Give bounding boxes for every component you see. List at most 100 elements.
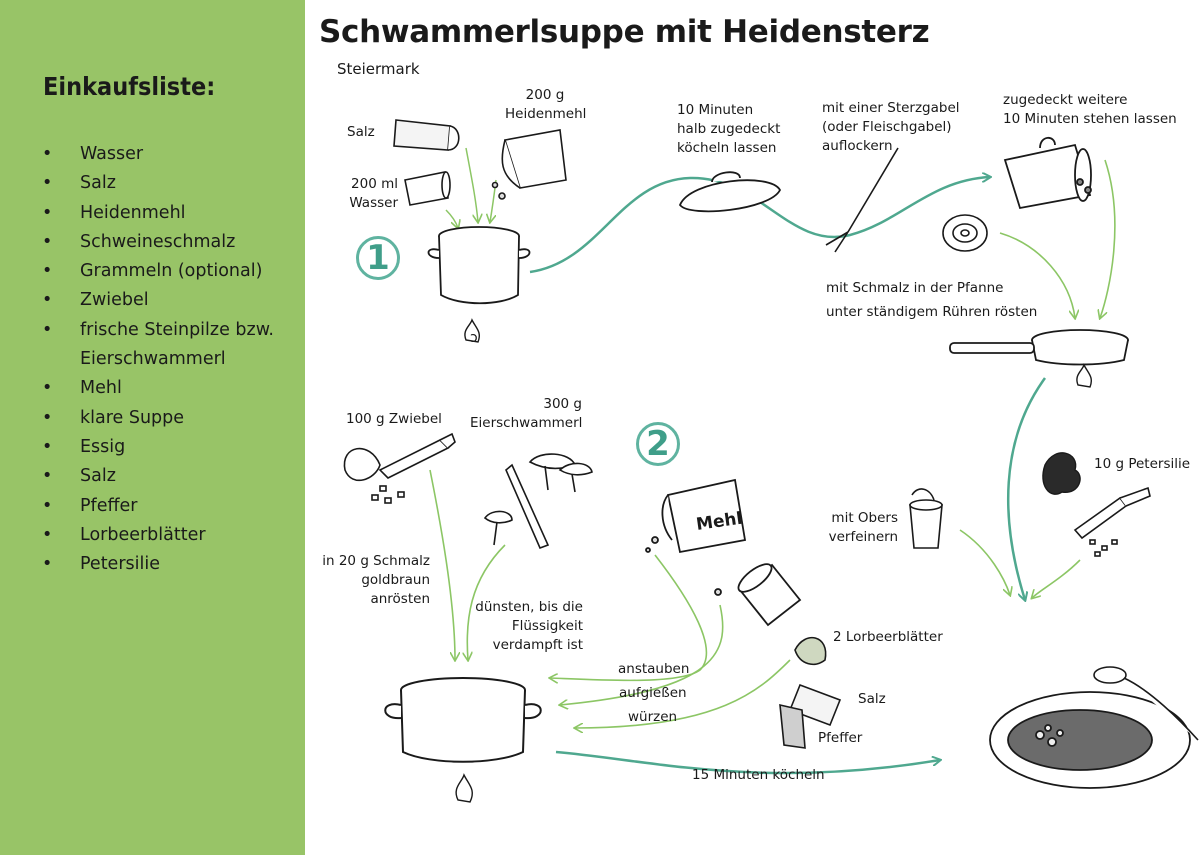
shopping-list-item-label: frische Steinpilze bzw. — [80, 319, 274, 340]
shopping-list-title: Einkaufsliste: — [43, 72, 216, 101]
shopping-list-item-label: Schweineschmalz — [80, 231, 236, 252]
arrow-onion-to-pot — [429, 469, 455, 660]
pepper-label: Pfeffer — [818, 730, 863, 746]
flow-arrow-pan-to-bowl — [1006, 377, 1047, 600]
pot-step2-drawing — [384, 677, 542, 763]
shopping-list-item: • Salz — [42, 462, 274, 491]
soup-bowl-drawing — [989, 691, 1191, 789]
bullet-icon: • — [42, 436, 53, 457]
shopping-list-item: • frische Steinpilze bzw. — [42, 316, 274, 345]
parsley-knife-drawing — [1073, 486, 1151, 557]
shopping-list-item-label: Pfeffer — [80, 495, 138, 516]
bullet-icon: • — [42, 144, 53, 164]
pot-step1-drawing — [427, 226, 531, 305]
flame-icon — [464, 318, 481, 343]
shopping-list-item-label: Mehl — [80, 378, 122, 399]
shopping-list-panel: Einkaufsliste: •Wasser•Salz•Heidenmehl•S… — [0, 0, 305, 855]
flow-arrow-rest-to-pan — [1100, 159, 1116, 318]
bullet-icon: • — [42, 173, 53, 194]
arrow-pour-to-pot — [560, 604, 724, 705]
shopping-list-item-label: Salz — [80, 466, 116, 487]
shopping-list-item: • Schweineschmalz — [42, 228, 274, 257]
shopping-list-item: • Mehl — [42, 374, 274, 403]
shopping-list-item-label: Wasser — [80, 144, 144, 164]
shopping-list-item: • Pfeffer — [42, 492, 274, 521]
onion-knife-drawing — [343, 432, 456, 504]
flame-icon — [1076, 363, 1093, 388]
shopping-list-item: •Lorbeerblätter — [42, 521, 274, 550]
mushrooms-drawing — [483, 453, 593, 550]
parsley-drawing — [1042, 452, 1081, 495]
flour-bag-drawing — [491, 129, 567, 200]
bullet-icon: • — [42, 407, 53, 428]
parsley-label: 10 g Petersilie — [1094, 456, 1191, 472]
shopping-list-item-label: klare Suppe — [80, 407, 185, 428]
bullet-icon: • — [42, 466, 53, 487]
pouring-pot-drawing — [714, 563, 802, 627]
lard-drawing — [942, 214, 988, 252]
simmer-15-label: 15 Minuten köcheln — [692, 767, 825, 783]
recipe-region: Steiermark — [337, 60, 420, 78]
shopping-list-item-label: Essig — [80, 436, 126, 457]
cream-cup-drawing — [909, 488, 943, 549]
salt-2-label: Salz — [858, 691, 886, 707]
bullet-icon: • — [42, 554, 53, 575]
shopping-list-item: • Salz — [42, 169, 274, 198]
shopping-list-item-label: Salz — [80, 173, 116, 194]
onion-label: 100 g Zwiebel — [346, 411, 442, 427]
shopping-list-item-label: Petersilie — [80, 554, 160, 575]
salt-shaker-drawing — [393, 119, 460, 151]
arrow-season-to-pot — [575, 659, 791, 728]
flow-arrow-simmer — [555, 750, 940, 775]
resting-pot-drawing — [1003, 136, 1092, 210]
shopping-list-item: • klare Suppe — [42, 404, 274, 433]
bullet-icon: • — [42, 495, 53, 516]
season-label: würzen — [628, 709, 678, 725]
arrow-salt-into-pot — [465, 147, 478, 222]
bullet-icon: • — [42, 378, 53, 399]
bullet-icon: • — [42, 524, 53, 545]
arrow-cream-to-bowl — [959, 529, 1010, 595]
shopping-list-item-label: Zwiebel — [80, 290, 149, 311]
shopping-list-item-label: Heidenmehl — [80, 202, 186, 223]
arrow-water-into-pot — [445, 209, 458, 228]
mehl-bag-drawing — [645, 478, 747, 554]
salt-shaker-2-drawing — [788, 683, 842, 727]
bullet-icon: • — [42, 261, 53, 282]
dust-label: anstauben — [618, 661, 690, 677]
fork-label: mit einer Sterzgabel(oder Fleischgabel)a… — [822, 100, 960, 154]
frying-pan-drawing — [949, 329, 1129, 366]
shopping-list-item: Eierschwammerl — [42, 345, 274, 374]
shopping-list-item: •Grammeln (optional) — [42, 257, 274, 286]
spoon-drawing — [1093, 666, 1199, 741]
shopping-list-item: • Zwiebel — [42, 286, 274, 315]
bullet-icon: • — [42, 290, 53, 311]
bay-leaves-drawing — [794, 636, 827, 666]
flame-icon — [455, 773, 473, 803]
recipe-title: Schwammerlsuppe mit Heidensterz — [319, 14, 930, 50]
water-glass-drawing — [404, 171, 451, 206]
pot-lid-drawing — [678, 171, 782, 213]
flow-arrow-lard-to-pan — [999, 232, 1075, 318]
shopping-list-item: •Heidenmehl — [42, 199, 274, 228]
bullet-icon: • — [42, 319, 53, 340]
step-1-badge: 1 — [356, 236, 400, 280]
arrow-parsley-to-bowl — [1032, 559, 1081, 598]
shopping-list: •Wasser•Salz•Heidenmehl•Schweineschmalz•… — [42, 140, 274, 579]
salt-label: Salz — [347, 124, 375, 140]
bullet-icon: • — [42, 231, 53, 252]
step-2-badge: 2 — [636, 422, 680, 466]
pour-label: aufgießen — [619, 685, 687, 701]
pot-mark-text: ɔ — [470, 330, 478, 346]
